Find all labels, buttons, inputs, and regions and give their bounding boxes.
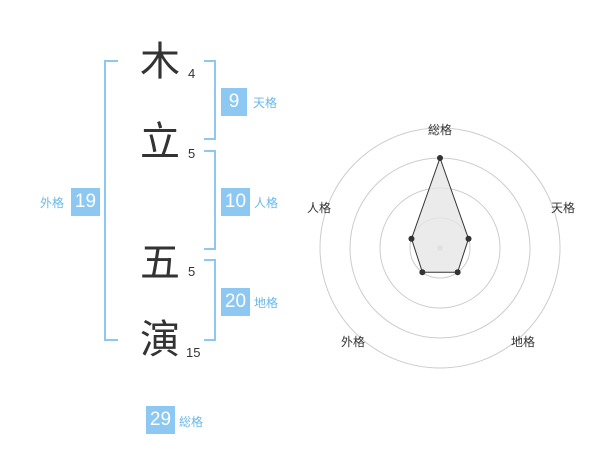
stroke-count-1: 4 [188, 66, 196, 81]
radar-point-2 [465, 235, 472, 242]
radar-polygon [410, 156, 470, 273]
stroke-count-3: 5 [188, 264, 196, 279]
name-char-3: 五 [140, 240, 180, 286]
radar-label-chikaku: 地格 [511, 335, 536, 349]
jinkaku-bracket [204, 150, 216, 250]
gaikaku-bracket [104, 60, 118, 341]
radar-label-jinkaku: 人格 [307, 201, 332, 215]
chikaku-label: 地格 [254, 296, 279, 310]
stroke-count-4: 15 [186, 345, 201, 360]
radar-shape [410, 156, 470, 273]
radar-label-gaikaku: 外格 [341, 335, 366, 349]
radar-label-soukaku: 総格 [428, 123, 453, 137]
name-char-2: 立 [140, 119, 180, 165]
tenkaku-badge: 9 [221, 88, 247, 116]
radar-point-3 [454, 269, 461, 276]
jinkaku-badge: 10 [221, 188, 250, 216]
radar-points [408, 155, 472, 276]
gaikaku-badge: 19 [71, 188, 100, 216]
radar-ring [319, 127, 561, 369]
soukaku-badge: 29 [146, 406, 175, 434]
stroke-count-2: 5 [188, 146, 196, 161]
radar-point-5 [408, 235, 415, 242]
soukaku-label: 総格 [179, 415, 204, 429]
tenkaku-bracket [204, 60, 216, 140]
radar-point-1 [437, 155, 443, 161]
radar-point-4 [419, 269, 426, 276]
chikaku-badge: 20 [221, 288, 250, 316]
name-char-4: 演 [140, 317, 180, 363]
gaikaku-label: 外格 [40, 196, 65, 210]
tenkaku-label: 天格 [253, 96, 278, 110]
radar-label-tenkaku: 天格 [551, 201, 576, 215]
jinkaku-label: 人格 [254, 196, 279, 210]
name-char-1: 木 [140, 39, 180, 85]
chikaku-bracket [204, 259, 216, 341]
